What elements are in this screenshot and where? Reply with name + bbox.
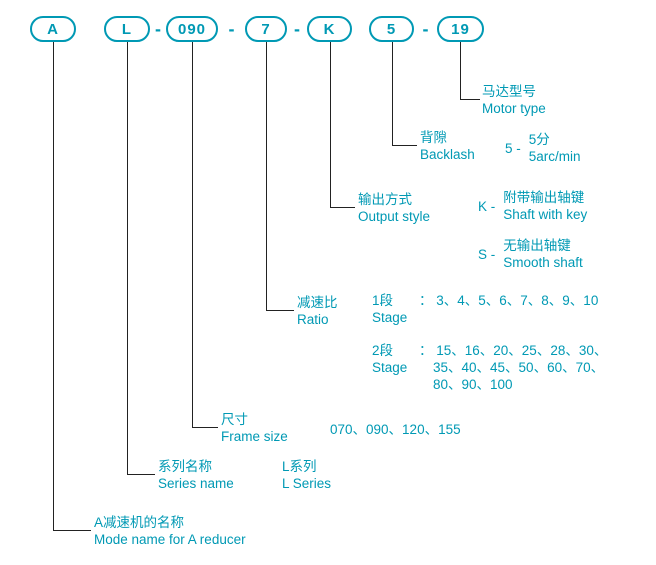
frame-size-label-zh: 尺寸 [221, 412, 248, 427]
ratio-label-zh: 减速比 [297, 295, 338, 310]
output-style-label: 输出方式 Output style [358, 191, 430, 225]
connector-reducer-name [53, 42, 91, 531]
frame-size-label: 尺寸 Frame size [221, 411, 288, 445]
ratio-stage1-values: ： 3、4、5、6、7、8、9、10 [419, 293, 599, 308]
output-option-k-text: 附带输出轴键 Shaft with key [503, 189, 587, 223]
code-box-backlash: 5 [369, 16, 414, 42]
code-dash: - [422, 18, 429, 39]
output-option-s-en: Smooth shaft [503, 255, 583, 270]
output-option-s: S - 无输出轴键 Smooth shaft [478, 237, 583, 271]
ratio-label-en: Ratio [297, 312, 329, 327]
backlash-option-zh: 5分 [528, 132, 550, 147]
backlash-option: 5 - 5分 5arc/min [505, 131, 581, 165]
ratio-stage2-en: Stage [372, 360, 408, 375]
motor-type-label-en: Motor type [482, 101, 546, 116]
series-name-label-zh: 系列名称 [158, 459, 212, 474]
output-option-k: K - 附带输出轴键 Shaft with key [478, 189, 587, 223]
ratio-stage2-label: 2段 Stage [372, 342, 419, 376]
code-box-ratio: 7 [245, 16, 287, 42]
ratio-stage1: 1段 Stage ： 3、4、5、6、7、8、9、10 [372, 292, 598, 326]
series-name-value: L系列 L Series [282, 458, 331, 492]
series-name-value-en: L Series [282, 476, 332, 491]
ratio-stage1-label: 1段 Stage [372, 292, 419, 326]
backlash-option-key: 5 - [505, 140, 521, 156]
motor-type-label-zh: 马达型号 [482, 84, 536, 99]
connector-backlash [392, 42, 417, 146]
connector-ratio [266, 42, 294, 311]
output-option-k-key: K - [478, 198, 496, 214]
backlash-label-zh: 背隙 [420, 130, 447, 145]
series-name-value-zh: L系列 [282, 459, 317, 474]
ratio-label: 减速比 Ratio [297, 294, 338, 328]
code-dash: - [155, 18, 161, 39]
ratio-stage1-zh: 1段 [372, 293, 394, 308]
series-name-label-en: Series name [158, 476, 234, 491]
connector-frame-size [192, 42, 218, 428]
frame-size-label-en: Frame size [221, 429, 288, 444]
code-box-frame: 090 [166, 16, 218, 42]
code-box-series: L [104, 16, 150, 42]
output-style-label-zh: 输出方式 [358, 192, 412, 207]
output-option-s-key: S - [478, 246, 496, 262]
code-box-motor: 19 [437, 16, 484, 42]
backlash-option-text: 5分 5arc/min [529, 131, 581, 165]
output-style-label-en: Output style [358, 209, 431, 224]
motor-type-label: 马达型号 Motor type [482, 83, 546, 117]
reducer-name-label: A减速机的名称 Mode name for A reducer [94, 514, 246, 548]
frame-size-values: 070、090、120、155 [330, 422, 461, 437]
output-option-k-zh: 附带输出轴键 [503, 190, 585, 205]
ratio-stage2-values: ： 15、16、20、25、28、30、 35、40、45、50、60、70、 … [419, 343, 608, 392]
ratio-stage1-en: Stage [372, 310, 408, 325]
ratio-stage2: 2段 Stage ： 15、16、20、25、28、30、 35、40、45、5… [372, 342, 607, 393]
connector-series-name [127, 42, 155, 475]
output-option-s-text: 无输出轴键 Smooth shaft [503, 237, 583, 271]
output-option-k-en: Shaft with key [503, 207, 588, 222]
output-option-s-zh: 无输出轴键 [503, 238, 571, 253]
code-box-output: K [307, 16, 352, 42]
reducer-name-label-zh: A减速机的名称 [94, 515, 185, 530]
code-box-reducer: A [30, 16, 76, 42]
backlash-label: 背隙 Backlash [420, 129, 475, 163]
backlash-label-en: Backlash [420, 147, 475, 162]
reducer-name-label-en: Mode name for A reducer [94, 532, 246, 547]
code-dash: - [294, 18, 300, 39]
ratio-stage2-zh: 2段 [372, 343, 394, 358]
backlash-option-en: 5arc/min [528, 149, 581, 164]
connector-motor-type [460, 42, 480, 100]
code-dash: - [228, 18, 235, 39]
connector-output-style [330, 42, 355, 208]
series-name-label: 系列名称 Series name [158, 458, 234, 492]
